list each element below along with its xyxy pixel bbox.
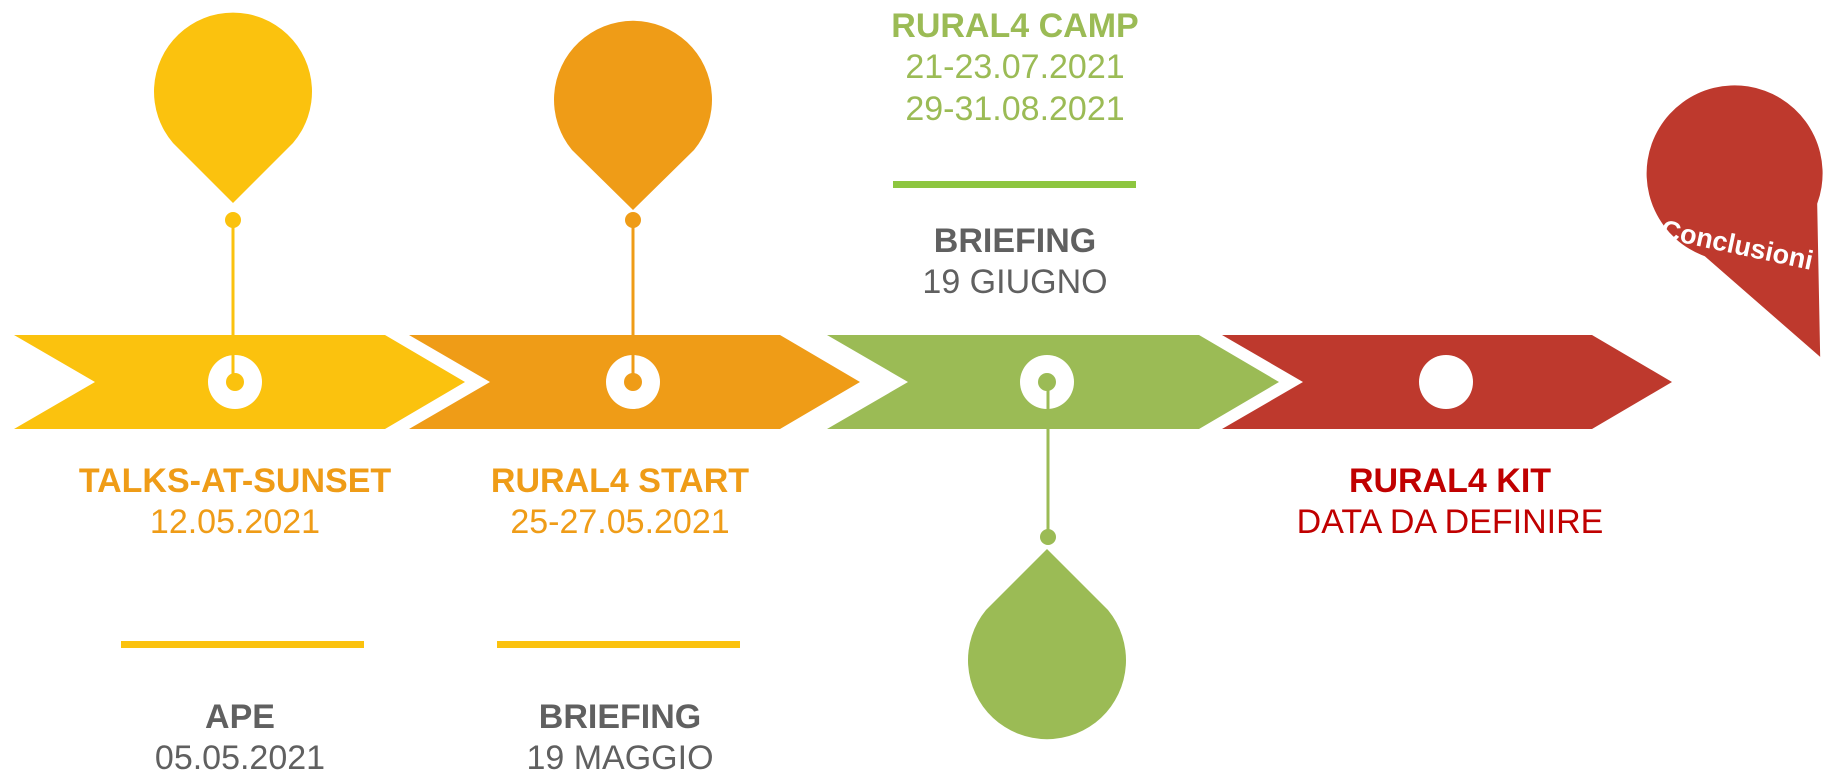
stage-date: 21-23.07.2021 [905,48,1125,87]
stage-date: 29-31.08.2021 [905,89,1125,128]
stage-title: RURAL4 START [490,462,750,500]
stage-label-talks-at-sunset: TALKS-AT-SUNSET 12.05.2021 [40,461,430,544]
milestone-marker-4 [1419,355,1473,409]
briefing-date: 19 GIUGNO [922,263,1108,302]
briefing-date: 19 MAGGIO [526,739,714,778]
milestone-marker-1 [208,355,262,409]
stage-date: 12.05.2021 [149,503,321,542]
stage-title: RURAL4 KIT [1348,462,1552,500]
briefing-date: 05.05.2021 [154,739,326,778]
divider-line-1 [121,641,364,648]
divider-line-2 [497,641,740,648]
pin-yellow-icon [154,12,312,375]
divider-line-3 [893,181,1136,188]
briefing-title: BRIEFING [933,222,1097,260]
stage-label-rural4-start: RURAL4 START 25-27.05.2021 [430,461,810,544]
stage-title: RURAL4 CAMP [891,7,1139,45]
briefing-title: APE [205,698,275,736]
briefing-label-maggio: BRIEFING 19 MAGGIO [470,697,770,780]
pin-green-icon [968,385,1126,740]
stage-date: 25-27.05.2021 [510,503,730,542]
stage-title: TALKS-AT-SUNSET [78,462,392,500]
milestone-marker-2 [606,355,660,409]
milestone-marker-3 [1020,355,1074,409]
pin-orange-icon [554,20,712,375]
briefing-title: BRIEFING [538,698,702,736]
briefing-label-ape: APE 05.05.2021 [90,697,390,780]
briefing-label-giugno: BRIEFING 19 GIUGNO [865,221,1165,304]
stage-label-rural4-camp: RURAL4 CAMP 21-23.07.2021 29-31.08.2021 [840,6,1190,130]
stage-label-rural4-kit: RURAL4 KIT DATA DA DEFINIRE [1240,461,1660,544]
stage-date: DATA DA DEFINIRE [1296,503,1604,542]
conclusion-pin-icon [1646,85,1823,357]
